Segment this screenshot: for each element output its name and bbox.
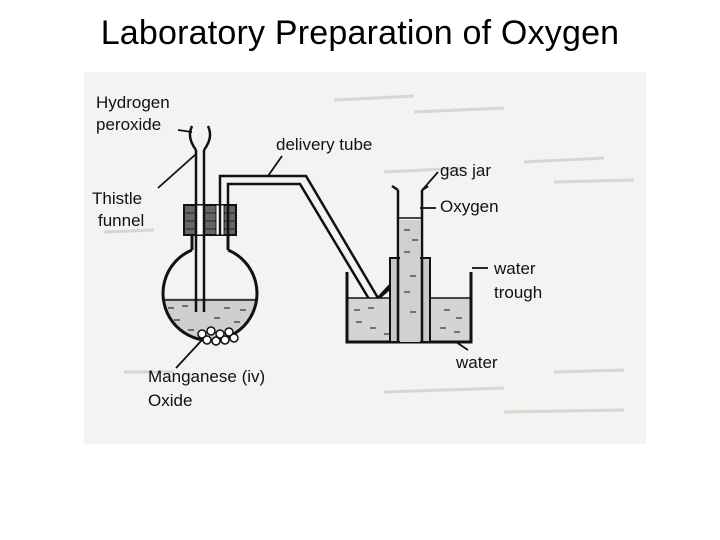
label-thistle-funnel-line2: funnel bbox=[98, 211, 144, 230]
scan-background bbox=[84, 72, 646, 444]
label-delivery-tube: delivery tube bbox=[276, 135, 372, 154]
leader-gas-jar bbox=[423, 171, 439, 189]
leader-water bbox=[455, 341, 469, 351]
gas-jar bbox=[391, 184, 429, 342]
label-hydrogen-peroxide-line1: Hydrogen bbox=[96, 93, 170, 112]
leader-thistle-funnel bbox=[157, 153, 197, 189]
leader-delivery-tube bbox=[267, 155, 283, 177]
label-manganese-oxide-line2: Oxide bbox=[148, 391, 192, 410]
label-gas-jar: gas jar bbox=[440, 161, 491, 180]
diagram-svg: Hydrogen peroxide Thistle funnel deliver… bbox=[84, 72, 646, 444]
leader-hydrogen-peroxide bbox=[177, 129, 193, 133]
label-manganese-oxide-line1: Manganese (iv) bbox=[148, 367, 265, 386]
leader-lines bbox=[157, 129, 488, 369]
label-hydrogen-peroxide-line2: peroxide bbox=[96, 115, 161, 134]
faint-bleed-through-text bbox=[103, 94, 635, 414]
label-water-trough-line1: water bbox=[493, 259, 536, 278]
oxygen-apparatus-diagram: Hydrogen peroxide Thistle funnel deliver… bbox=[84, 72, 646, 444]
label-water-trough-line2: trough bbox=[494, 283, 542, 302]
label-oxygen: Oxygen bbox=[440, 197, 499, 216]
leader-manganese-oxide bbox=[175, 339, 203, 369]
label-thistle-funnel-line1: Thistle bbox=[92, 189, 142, 208]
label-water: water bbox=[455, 353, 498, 372]
thistle-funnel bbox=[188, 125, 212, 312]
manganese-oxide-granules bbox=[197, 326, 239, 346]
slide-title: Laboratory Preparation of Oxygen bbox=[100, 14, 620, 52]
